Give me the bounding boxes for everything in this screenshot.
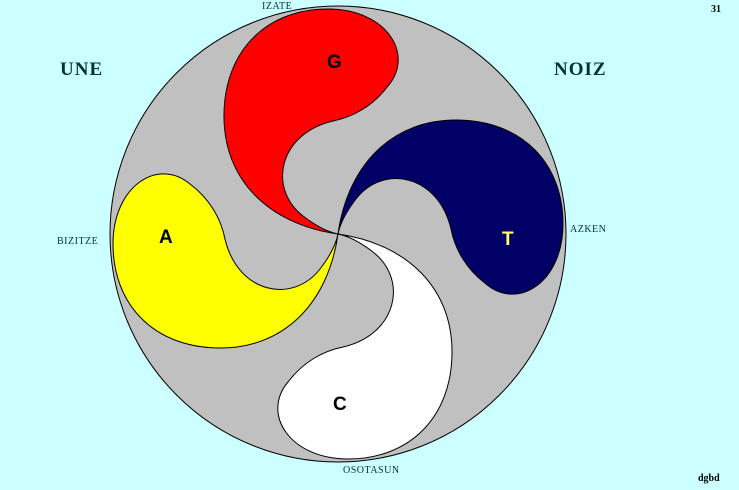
- petal-c: [277, 233, 453, 460]
- rim-label-right: AZKEN: [570, 224, 607, 235]
- petal-t: [337, 119, 564, 295]
- segment-letter-a: A: [159, 227, 173, 248]
- segment-letter-g: G: [327, 52, 342, 73]
- corner-heading-right: NOIZ: [554, 59, 607, 80]
- rim-label-top: IZATE: [262, 1, 293, 12]
- corner-heading-left: UNE: [60, 59, 104, 80]
- segment-letter-c: C: [333, 394, 347, 415]
- petals: [112, 8, 564, 460]
- segment-letter-t: T: [502, 229, 514, 250]
- petal-g: [223, 8, 399, 235]
- page-number: 31: [711, 4, 721, 15]
- petal-a: [112, 173, 339, 349]
- rim-label-bottom: OSOTASUN: [343, 465, 400, 476]
- rim-label-left: BIZITZE: [57, 236, 99, 247]
- signature: dgbd: [698, 473, 720, 484]
